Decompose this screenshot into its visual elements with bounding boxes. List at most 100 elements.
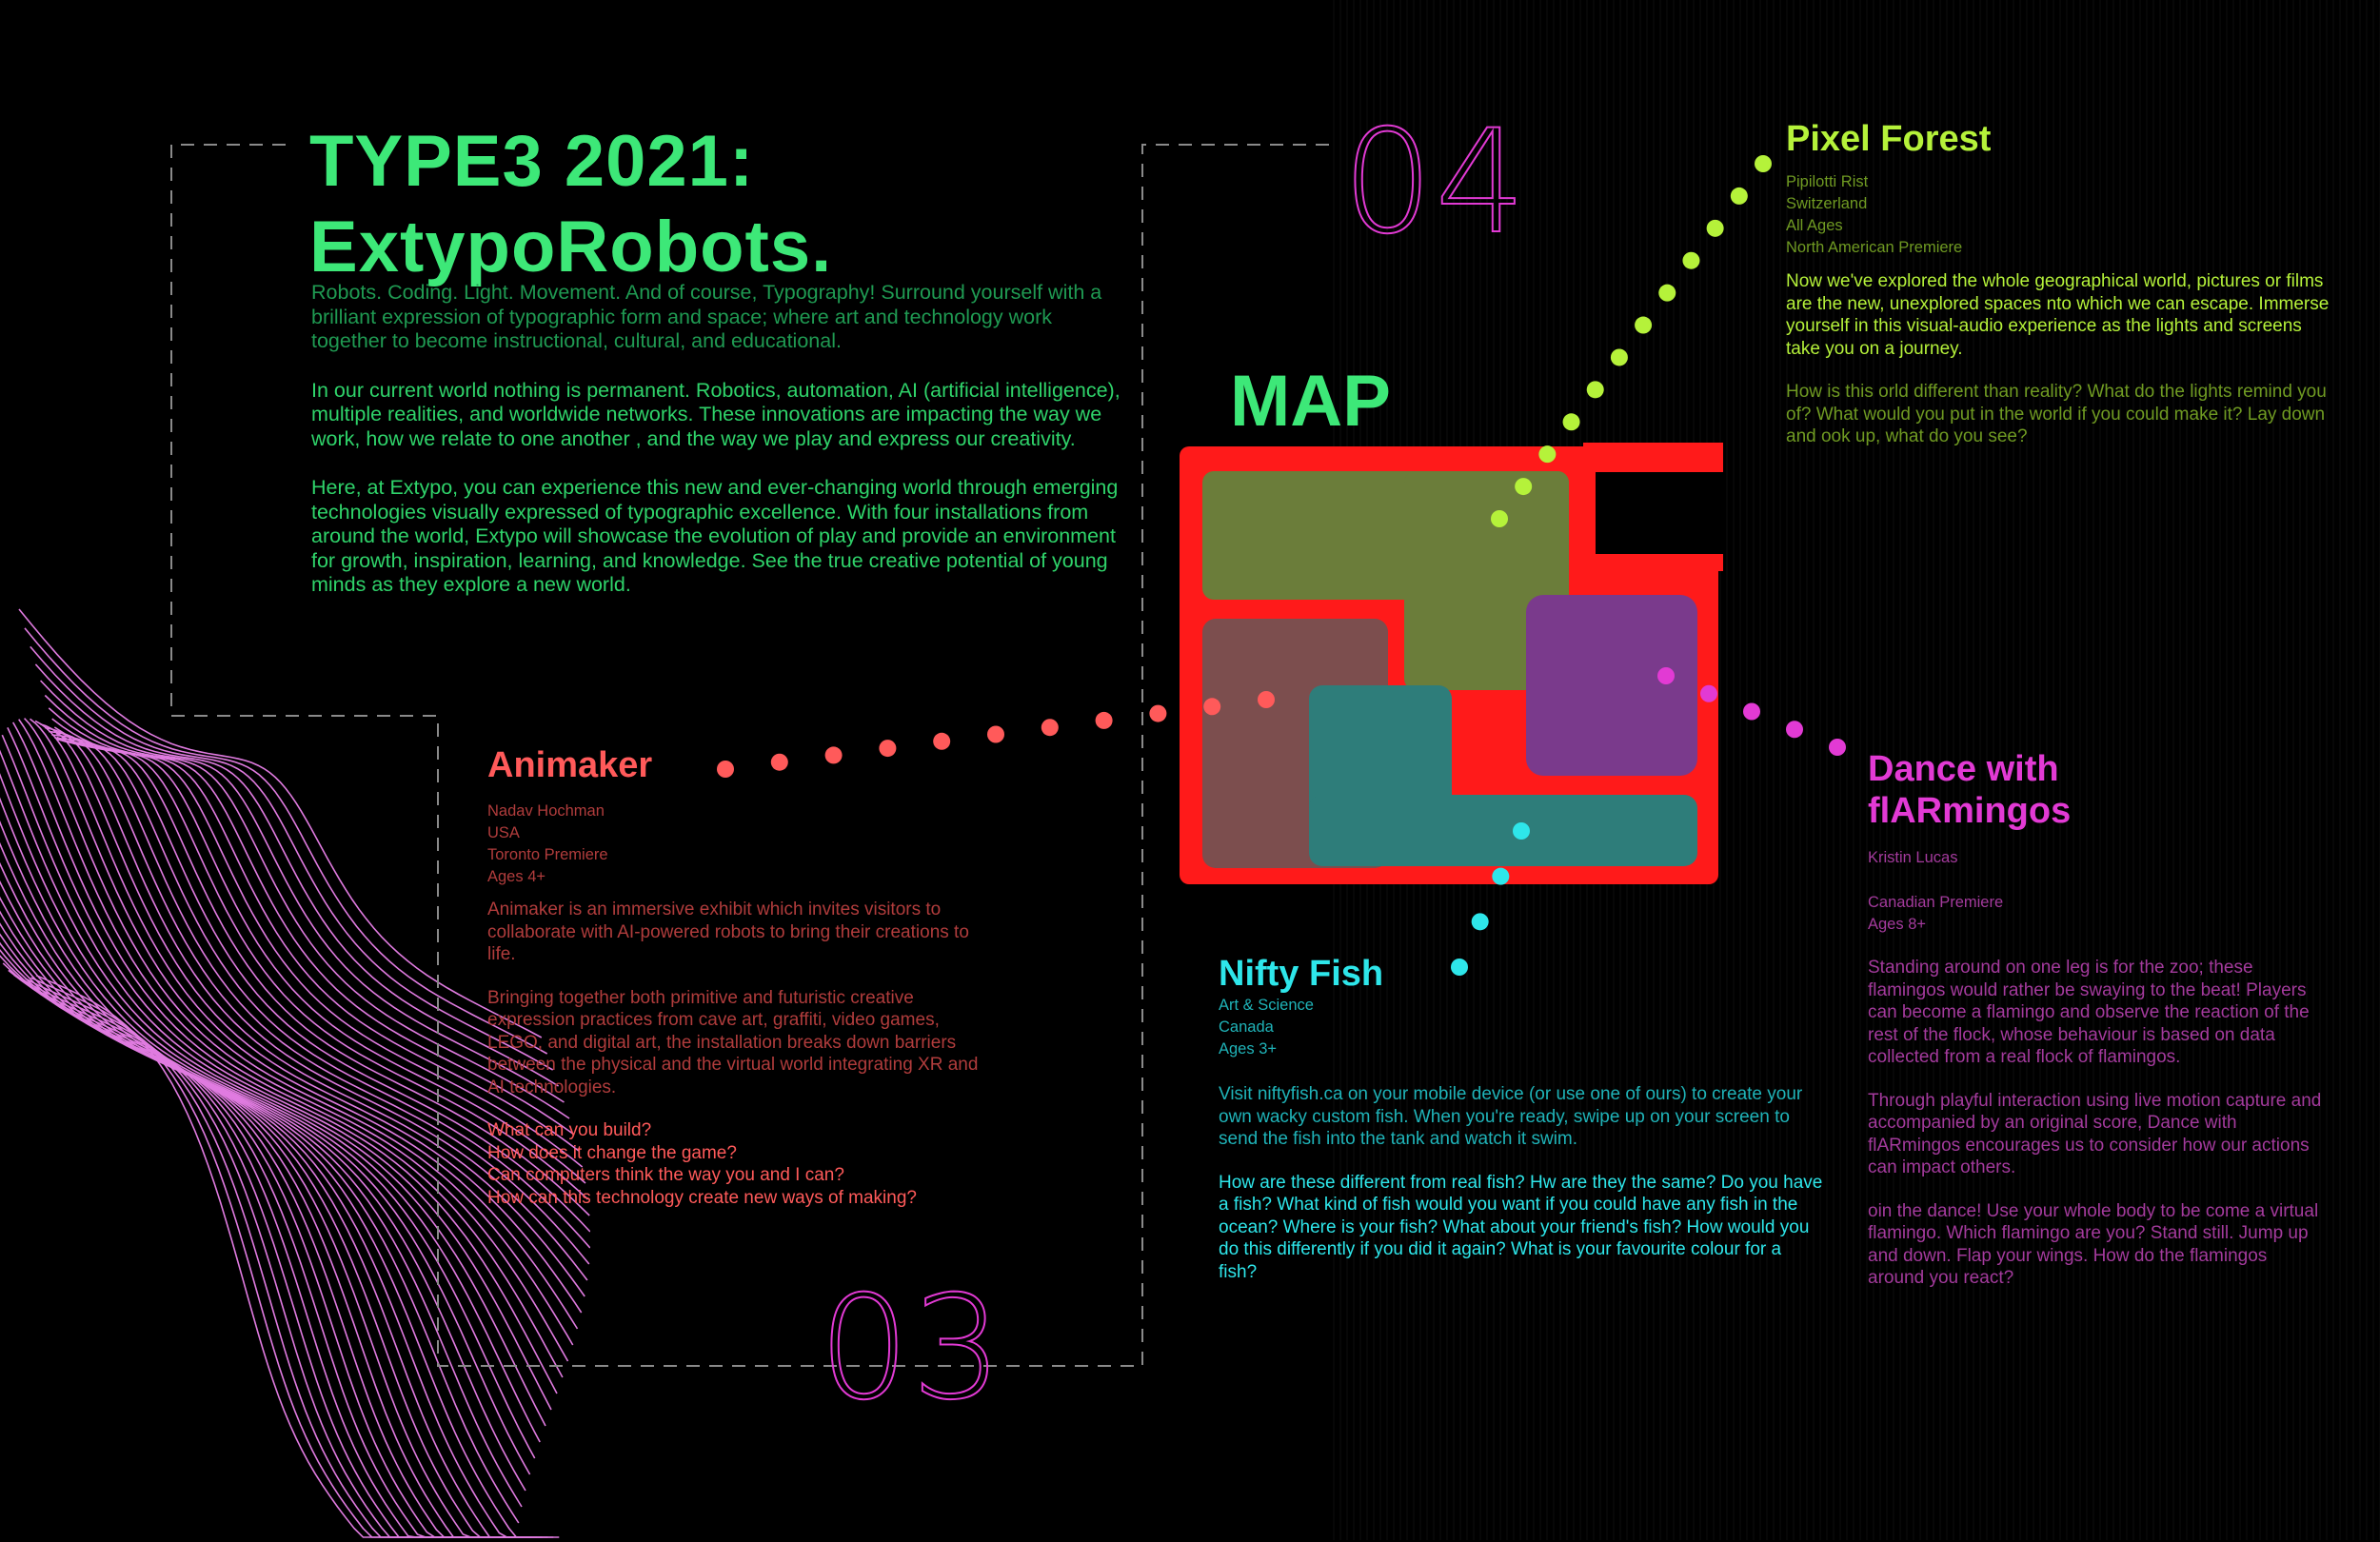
map-title: MAP bbox=[1230, 361, 1391, 442]
animaker-question: How does it change the game? bbox=[487, 1142, 737, 1163]
wave-line bbox=[0, 797, 531, 1475]
wave-line bbox=[35, 974, 560, 1538]
pixel-forest-body: Now we've explored the whole geographica… bbox=[1786, 270, 2338, 469]
connector-dot bbox=[879, 740, 897, 758]
pixel-forest-country: Switzerland bbox=[1786, 195, 1868, 212]
wave-line bbox=[0, 941, 518, 1538]
pixel-forest-paragraph-2: How is this orld different than reality?… bbox=[1786, 382, 2327, 446]
wave-line bbox=[49, 730, 588, 1281]
nifty-fish-title: Nifty Fish bbox=[1219, 954, 1384, 994]
connector-dot bbox=[1491, 510, 1508, 527]
page-title: TYPE3 2021: ExtypoRobots. bbox=[309, 119, 832, 290]
wave-line bbox=[51, 734, 590, 1265]
connector-dot bbox=[1538, 445, 1557, 464]
connector-dot bbox=[987, 725, 1004, 743]
flarmingos-title: Dance with flARmingos bbox=[1868, 748, 2071, 832]
connector-dot bbox=[1258, 691, 1275, 708]
connector-dot bbox=[824, 746, 843, 764]
connector-dot bbox=[1706, 219, 1724, 237]
connector-dot bbox=[1743, 702, 1760, 721]
intro-paragraph-3: Here, at Extypo, you can experience this… bbox=[311, 476, 1119, 596]
wave-line bbox=[0, 955, 524, 1538]
connector-dot bbox=[770, 753, 788, 771]
connector-dot bbox=[1203, 698, 1221, 716]
flarmingos-paragraph-3: oin the dance! Use your whole body to be… bbox=[1868, 1200, 2319, 1289]
wave-line bbox=[0, 820, 526, 1492]
connector-dot bbox=[1513, 822, 1530, 840]
wave-line bbox=[30, 718, 574, 1346]
wave-line bbox=[44, 694, 570, 1119]
connector-dot bbox=[1515, 478, 1533, 496]
flarmingos-body: Standing around on one leg is for the zo… bbox=[1868, 957, 2325, 1311]
wave-line bbox=[44, 726, 585, 1297]
animaker-paragraph-1: Animaker is an immersive exhibit which i… bbox=[487, 900, 969, 964]
connector-dot bbox=[717, 761, 734, 778]
wave-line bbox=[55, 738, 590, 1233]
flarmingos-title-line-1: Dance with bbox=[1868, 749, 2059, 789]
wave-line bbox=[40, 722, 583, 1314]
connector-dot bbox=[1149, 704, 1167, 722]
animaker-question: How can this technology create new ways … bbox=[487, 1187, 917, 1208]
venue-map bbox=[1180, 443, 1723, 884]
animaker-question: Can computers think the way you and I ca… bbox=[487, 1165, 844, 1185]
connector-dot bbox=[1682, 251, 1700, 269]
connector-dot bbox=[933, 732, 951, 750]
flarmingos-paragraph-1: Standing around on one leg is for the zo… bbox=[1868, 958, 2310, 1067]
connector-dot bbox=[1755, 155, 1772, 172]
wave-line bbox=[0, 841, 523, 1508]
nifty-fish-paragraph-2: How are these different from real fish? … bbox=[1219, 1172, 1823, 1282]
connector-dot bbox=[1586, 381, 1604, 399]
connector-dot bbox=[1451, 959, 1468, 976]
pixel-forest-premiere: North American Premiere bbox=[1786, 239, 1963, 256]
title-line-2: ExtypoRobots. bbox=[309, 207, 833, 287]
pixel-forest-paragraph-1: Now we've explored the whole geographica… bbox=[1786, 271, 2330, 359]
animaker-title: Animaker bbox=[487, 745, 653, 785]
wave-line bbox=[56, 738, 590, 1216]
pixel-forest-ages: All Ages bbox=[1786, 217, 1843, 234]
animaker-artist: Nadav Hochman bbox=[487, 802, 605, 820]
wave-line bbox=[55, 732, 586, 1184]
wave-line bbox=[34, 663, 560, 1087]
wave-graphic bbox=[0, 608, 590, 1538]
flarmingos-premiere: Canadian Premiere bbox=[1868, 894, 2004, 911]
pixel-forest-meta: Pipilotti Rist Switzerland All Ages Nort… bbox=[1786, 171, 1962, 259]
flarmingos-title-line-2: flARmingos bbox=[1868, 791, 2072, 831]
pixel-forest-artist: Pipilotti Rist bbox=[1786, 173, 1869, 190]
connector-dot bbox=[1610, 348, 1628, 366]
connector-dot bbox=[1657, 667, 1675, 684]
connector-dot bbox=[1492, 867, 1510, 885]
nifty-fish-meta: Art & Science Canada Ages 3+ bbox=[1219, 995, 1314, 1060]
animaker-questions: What can you build? How does it change t… bbox=[487, 1119, 982, 1209]
pixel-forest-title: Pixel Forest bbox=[1786, 119, 1992, 159]
nifty-fish-paragraph-1: Visit niftyfish.ca on your mobile device… bbox=[1219, 1084, 1803, 1149]
connector-dot bbox=[1041, 719, 1059, 737]
connector-dot bbox=[1471, 913, 1489, 931]
animaker-premiere: Toronto Premiere bbox=[487, 846, 608, 863]
wave-line bbox=[0, 949, 520, 1538]
connector-dot bbox=[1786, 721, 1803, 739]
animaker-meta: Nadav Hochman USA Toronto Premiere Ages … bbox=[487, 801, 608, 888]
wave-line bbox=[18, 608, 543, 1038]
title-line-1: TYPE3 2021: bbox=[309, 121, 755, 202]
animaker-question: What can you build? bbox=[487, 1120, 652, 1140]
connector-dot bbox=[1829, 739, 1846, 756]
intro-paragraph-2: In our current world nothing is permanen… bbox=[311, 378, 1121, 450]
animaker-paragraph-2: Bringing together both primitive and fut… bbox=[487, 987, 979, 1097]
wave-line bbox=[0, 749, 541, 1443]
nifty-fish-country: Canada bbox=[1219, 1018, 1274, 1036]
nifty-fish-artist: Art & Science bbox=[1219, 997, 1314, 1014]
wave-line bbox=[18, 719, 564, 1378]
animaker-body: Animaker is an immersive exhibit which i… bbox=[487, 899, 982, 1209]
connector-dot bbox=[1095, 711, 1113, 729]
wave-line bbox=[24, 718, 569, 1362]
page-number-left: 03 bbox=[818, 1265, 1004, 1433]
wave-line bbox=[0, 896, 515, 1538]
map-zone-nifty-fish-2 bbox=[1309, 795, 1697, 866]
wave-line bbox=[24, 627, 548, 1055]
connector-dot bbox=[1658, 284, 1676, 302]
wave-line bbox=[54, 737, 590, 1249]
wave-line bbox=[7, 727, 552, 1411]
wave-line bbox=[12, 722, 558, 1394]
